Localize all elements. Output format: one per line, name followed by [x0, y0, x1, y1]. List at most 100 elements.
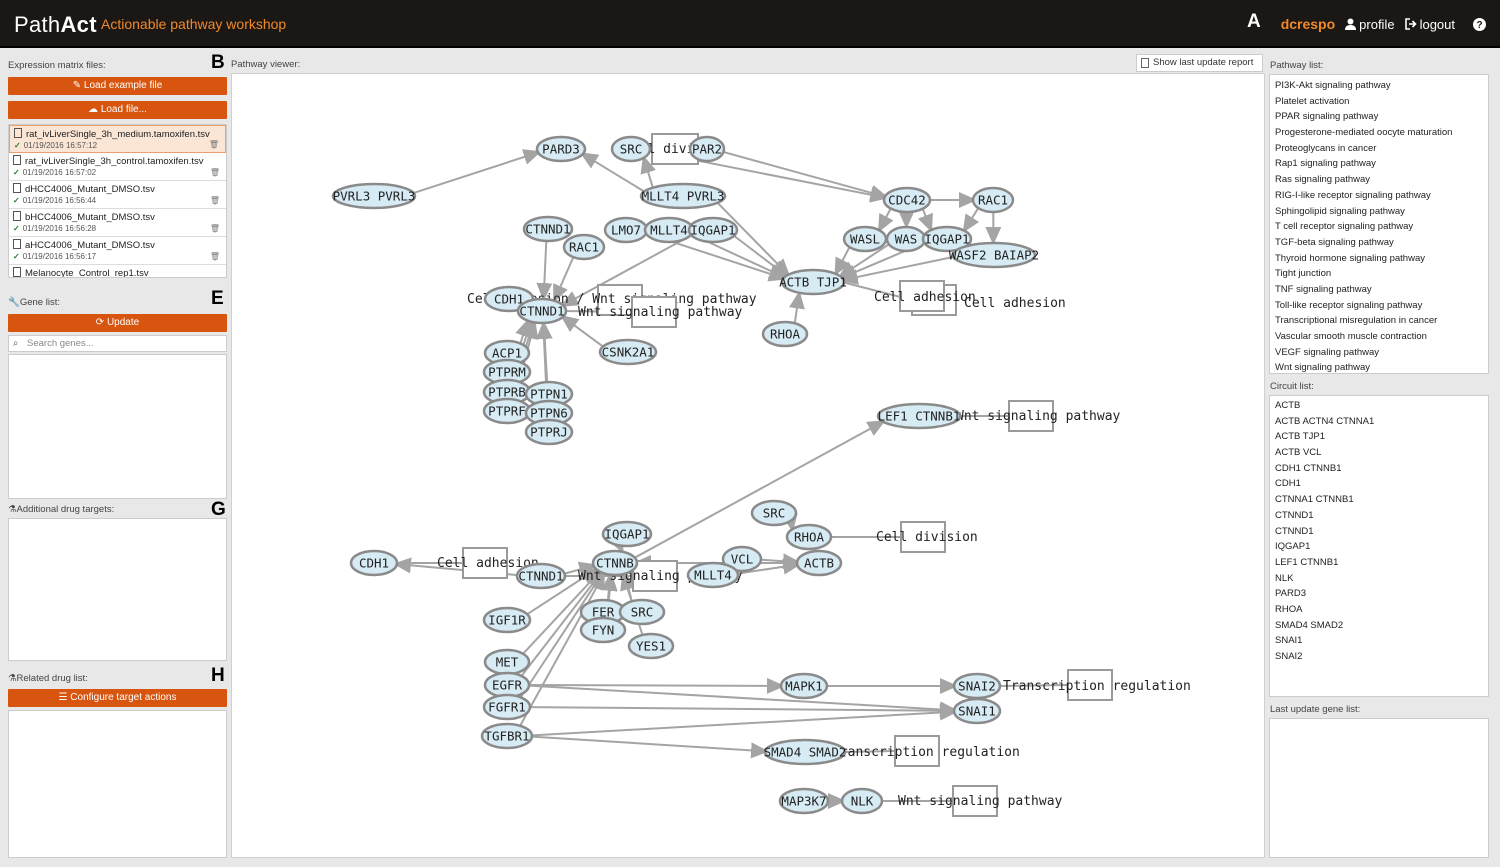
update-button[interactable]: ⟳ Update: [8, 314, 227, 332]
gene-node[interactable]: [951, 241, 1037, 269]
gene-node[interactable]: [515, 562, 567, 590]
pathway-list-item[interactable]: Progesterone-mediated oocyte maturation: [1275, 127, 1453, 139]
gene-node[interactable]: [840, 787, 884, 815]
gene-node[interactable]: [591, 549, 639, 577]
gene-node[interactable]: [882, 186, 932, 214]
circuit-list-item[interactable]: CDH1 CTNNB1: [1275, 462, 1342, 474]
pathway-list-item[interactable]: Ras signaling pathway: [1275, 174, 1371, 186]
file-item[interactable]: aHCC4006_Mutant_DMSO.tsv ✓01/19/2016 16:…: [9, 237, 226, 265]
pathway-list-item[interactable]: Sphingolipid signaling pathway: [1275, 205, 1405, 217]
pathway-list-item[interactable]: TGF-beta signaling pathway: [1275, 236, 1394, 248]
gene-node[interactable]: [482, 606, 532, 634]
circuit-list-item[interactable]: PARD3: [1275, 588, 1306, 600]
gene-node[interactable]: [598, 338, 658, 366]
pathway-list-item[interactable]: Rap1 signaling pathway: [1275, 158, 1376, 170]
gene-node[interactable]: [761, 320, 809, 348]
circuit-list-item[interactable]: SMAD4 SMAD2: [1275, 619, 1344, 631]
gene-node[interactable]: [516, 297, 568, 325]
gene-node[interactable]: [750, 499, 798, 527]
circuit-list-item[interactable]: ACTB ACTN4 CTNNA1: [1275, 415, 1375, 427]
logout-link[interactable]: logout: [1404, 17, 1455, 32]
gene-node[interactable]: [687, 216, 739, 244]
gene-node[interactable]: [349, 549, 399, 577]
file-item[interactable]: Melanocyte_Control_rep1.tsv: [9, 265, 226, 277]
circuit-list-item[interactable]: SNAI1: [1275, 635, 1303, 647]
gene-node[interactable]: [763, 738, 847, 766]
pathway-list-item[interactable]: PPAR signaling pathway: [1275, 111, 1379, 123]
function-node[interactable]: [1008, 400, 1054, 432]
pathway-list-item[interactable]: Proteoglycans in cancer: [1275, 142, 1377, 154]
username-link[interactable]: dcrespo: [1280, 16, 1336, 32]
gene-node[interactable]: [876, 402, 962, 430]
gene-node[interactable]: [610, 135, 652, 163]
pathway-list-item[interactable]: Tight junction: [1275, 268, 1332, 280]
related-drug-box[interactable]: [8, 710, 227, 858]
gene-list-box[interactable]: [8, 354, 227, 499]
circuit-list-item[interactable]: ACTB: [1275, 400, 1301, 411]
gene-node[interactable]: [601, 520, 653, 548]
drug-targets-box[interactable]: [8, 518, 227, 661]
pathway-list-item[interactable]: VEGF signaling pathway: [1275, 346, 1380, 358]
gene-node[interactable]: [480, 722, 534, 750]
pathway-list-item[interactable]: Transcriptional misregulation in cancer: [1275, 315, 1438, 327]
function-node[interactable]: [899, 280, 945, 312]
circuit-list-item[interactable]: IQGAP1: [1275, 541, 1311, 553]
load-file-button[interactable]: ☁ Load file...: [8, 101, 227, 119]
gene-node[interactable]: [618, 598, 666, 626]
pathway-list-item[interactable]: Thyroid hormone signaling pathway: [1275, 252, 1425, 264]
function-node[interactable]: [462, 547, 508, 579]
gene-node[interactable]: [686, 561, 740, 589]
pathway-list-item[interactable]: RIG-I-like receptor signaling pathway: [1275, 189, 1431, 201]
file-item[interactable]: rat_ivLiverSingle_3h_medium.tamoxifen.ts…: [9, 125, 226, 153]
gene-node[interactable]: [688, 135, 726, 163]
gene-node[interactable]: [971, 186, 1015, 214]
circuit-list-item[interactable]: ACTB TJP1: [1275, 431, 1325, 443]
gene-node[interactable]: [562, 233, 606, 261]
trash-icon[interactable]: 🗑: [209, 168, 220, 177]
gene-node[interactable]: [331, 182, 417, 210]
pathway-list-item[interactable]: Vascular smooth muscle contraction: [1275, 331, 1427, 342]
gene-node[interactable]: [795, 549, 843, 577]
function-node[interactable]: [631, 296, 677, 328]
load-example-button[interactable]: ✎ Load example file: [8, 77, 227, 95]
file-item[interactable]: dHCC4006_Mutant_DMSO.tsv ✓01/19/2016 16:…: [9, 181, 226, 209]
pathway-list-item[interactable]: Wnt signaling pathway: [1275, 362, 1371, 374]
circuit-list-item[interactable]: CDH1: [1275, 478, 1301, 490]
profile-link[interactable]: profile: [1345, 17, 1395, 32]
gene-node[interactable]: [952, 697, 1002, 725]
circuit-list-item[interactable]: ACTB VCL: [1275, 447, 1322, 459]
gene-node[interactable]: [721, 545, 763, 573]
circuit-list-item[interactable]: LEF1 CTNNB1: [1275, 556, 1339, 568]
trash-icon[interactable]: 🗑: [209, 252, 220, 261]
gene-node[interactable]: [639, 182, 727, 210]
configure-target-actions-button[interactable]: ☰ Configure target actions: [8, 689, 227, 707]
function-node[interactable]: [894, 735, 940, 767]
circuit-list-item[interactable]: NLK: [1275, 572, 1294, 584]
app-logo[interactable]: PathAct: [14, 12, 97, 37]
function-node[interactable]: [952, 785, 998, 817]
function-node[interactable]: [632, 560, 678, 592]
circuit-list-item[interactable]: RHOA: [1275, 603, 1303, 615]
gene-node[interactable]: [778, 787, 830, 815]
circuit-list-item[interactable]: SNAI2: [1275, 651, 1303, 662]
trash-icon[interactable]: 🗑: [209, 224, 220, 233]
pathway-list-item[interactable]: PI3K-Akt signaling pathway: [1275, 80, 1391, 91]
gene-node[interactable]: [785, 523, 833, 551]
pathway-list-item[interactable]: T cell receptor signaling pathway: [1275, 221, 1414, 233]
gene-node[interactable]: [921, 225, 973, 253]
file-item[interactable]: rat_ivLiverSingle_3h_control.tamoxifen.t…: [9, 153, 226, 181]
search-genes-input[interactable]: ⌕ Search genes...: [8, 335, 227, 352]
circuit-list-item[interactable]: CTNND1: [1275, 525, 1314, 537]
gene-node[interactable]: [524, 418, 574, 446]
trash-icon[interactable]: 🗑: [209, 196, 220, 205]
gene-node[interactable]: [522, 215, 574, 243]
gene-node[interactable]: [779, 672, 829, 700]
function-node[interactable]: [1067, 669, 1113, 701]
show-report-button[interactable]: Show last update report: [1136, 54, 1263, 72]
last-update-gene-list[interactable]: [1269, 718, 1489, 858]
circuit-list-item[interactable]: CTNNA1 CTNNB1: [1275, 494, 1354, 506]
pathway-list-item[interactable]: TNF signaling pathway: [1275, 283, 1372, 295]
file-item[interactable]: bHCC4006_Mutant_DMSO.tsv ✓01/19/2016 16:…: [9, 209, 226, 237]
circuit-list-item[interactable]: CTNND1: [1275, 509, 1314, 521]
